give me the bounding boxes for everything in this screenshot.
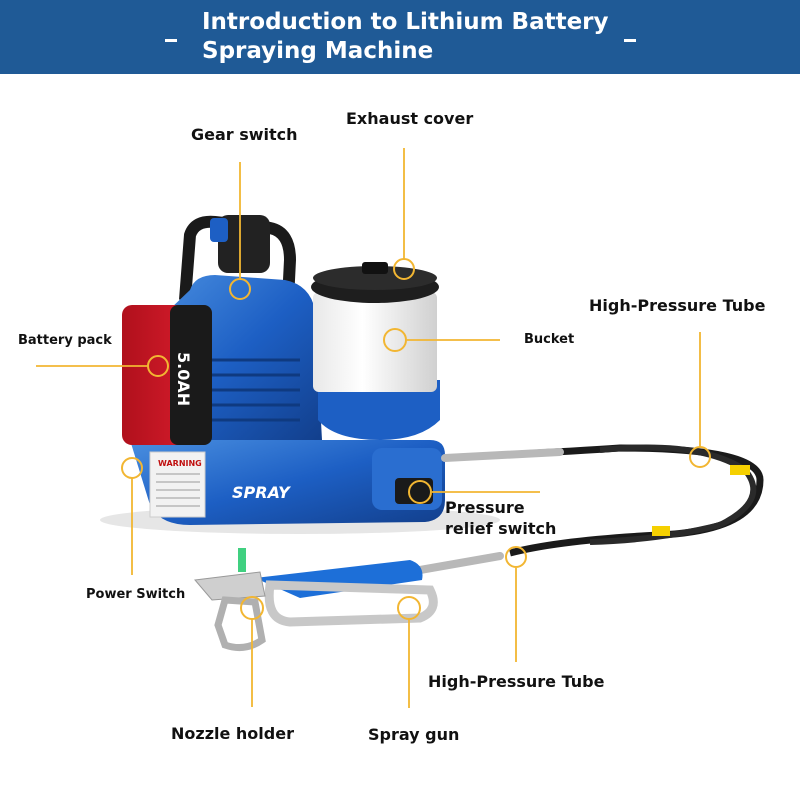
label-spray-gun: Spray gun bbox=[368, 725, 460, 744]
hose-fitting-top bbox=[441, 448, 564, 462]
brand-logo: SPRAY bbox=[232, 483, 291, 502]
warning-lines bbox=[156, 473, 200, 507]
tube-top-marker bbox=[689, 446, 711, 468]
spray-gun-marker bbox=[397, 596, 421, 620]
label-gear-switch: Gear switch bbox=[191, 125, 298, 144]
pressure-relief-knob bbox=[395, 478, 433, 504]
machine-base bbox=[130, 440, 445, 525]
label-power-switch: Power Switch bbox=[86, 587, 186, 602]
label-pressure-relief-line1: Pressure bbox=[445, 498, 525, 517]
gear-switch-marker bbox=[229, 278, 251, 300]
body-ribs bbox=[210, 358, 300, 422]
hose-fitting-bottom bbox=[416, 552, 504, 574]
exhaust-cover-marker bbox=[393, 258, 415, 280]
high-pressure-hose-loop bbox=[589, 444, 757, 545]
hose-tag bbox=[730, 465, 750, 475]
label-bucket: Bucket bbox=[524, 332, 575, 347]
header-banner: Introduction to Lithium Battery Spraying… bbox=[0, 0, 800, 74]
motor-top bbox=[210, 218, 228, 242]
relief-switch-marker bbox=[408, 480, 432, 504]
motor-cap bbox=[218, 215, 270, 273]
power-switch-marker bbox=[121, 457, 143, 479]
hose-tag-2 bbox=[652, 526, 670, 536]
battery-pack: 5.0AH bbox=[122, 305, 212, 445]
label-exhaust-cover: Exhaust cover bbox=[346, 109, 474, 128]
bucket-base bbox=[318, 380, 440, 440]
label-battery-pack: Battery pack bbox=[18, 333, 112, 348]
label-pressure-relief-line2: relief switch bbox=[445, 519, 557, 538]
title-line-1: Introduction to Lithium Battery bbox=[202, 9, 609, 35]
warning-text: WARNING bbox=[158, 459, 202, 468]
exhaust-cover bbox=[313, 266, 437, 290]
bucket-marker bbox=[383, 328, 407, 352]
label-high-pressure-tube-bottom: High-Pressure Tube bbox=[428, 672, 605, 691]
title-dash-left bbox=[165, 39, 177, 42]
battery-capacity-text: 5.0AH bbox=[174, 352, 193, 406]
callout-rings bbox=[121, 258, 711, 620]
title-dash-right bbox=[624, 39, 636, 42]
battery-marker bbox=[147, 355, 169, 377]
label-pressure-relief-switch: Pressure relief switch bbox=[445, 497, 556, 539]
tube-bottom-marker bbox=[505, 546, 527, 568]
label-high-pressure-tube-top: High-Pressure Tube bbox=[589, 296, 766, 315]
nozzle-holder-marker bbox=[240, 596, 264, 620]
callout-lines bbox=[36, 148, 701, 708]
label-nozzle-holder: Nozzle holder bbox=[171, 724, 294, 743]
bucket bbox=[313, 292, 437, 392]
spray-gun bbox=[194, 548, 438, 652]
exhaust-cap bbox=[362, 262, 388, 274]
page-title: Introduction to Lithium Battery Spraying… bbox=[202, 8, 609, 66]
title-line-2: Spraying Machine bbox=[202, 38, 434, 64]
